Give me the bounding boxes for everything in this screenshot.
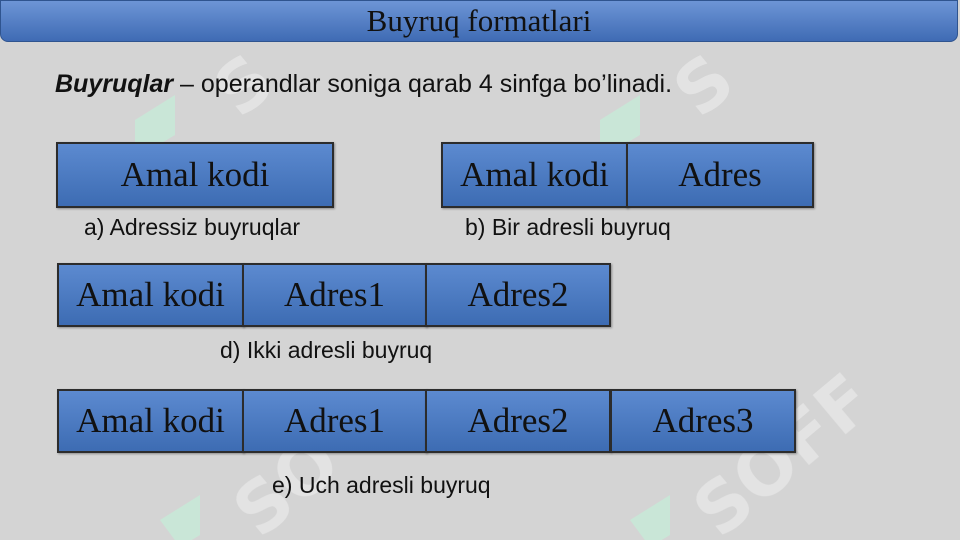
format-e-address3-box: Adres3 xyxy=(610,389,796,453)
format-b-opcode-box: Amal kodi xyxy=(441,142,628,208)
format-b-address-box: Adres xyxy=(626,142,814,208)
format-b-caption: b) Bir adresli buyruq xyxy=(465,214,671,240)
format-e-address2-box: Adres2 xyxy=(425,389,611,453)
intro-rest: – operandlar soniga qarab 4 sinfga bo’li… xyxy=(173,70,673,98)
format-d-opcode-box: Amal kodi xyxy=(57,263,244,327)
intro-bold: Buyruqlar xyxy=(55,70,174,98)
intro-text: Buyruqlar – operandlar soniga qarab 4 si… xyxy=(55,70,672,99)
format-d-address1-box: Adres1 xyxy=(242,263,427,327)
format-e-opcode-box: Amal kodi xyxy=(57,389,244,453)
format-a-opcode-box: Amal kodi xyxy=(56,142,334,208)
format-d-address2-box: Adres2 xyxy=(425,263,611,327)
format-a-caption: a) Adressiz buyruqlar xyxy=(84,214,301,240)
title-bar: Buyruq formatlari xyxy=(0,0,958,42)
slide-title: Buyruq formatlari xyxy=(366,3,592,38)
format-e-caption: e) Uch adresli buyruq xyxy=(272,472,491,498)
format-d-caption: d) Ikki adresli buyruq xyxy=(220,337,433,363)
format-e-address1-box: Adres1 xyxy=(242,389,427,453)
